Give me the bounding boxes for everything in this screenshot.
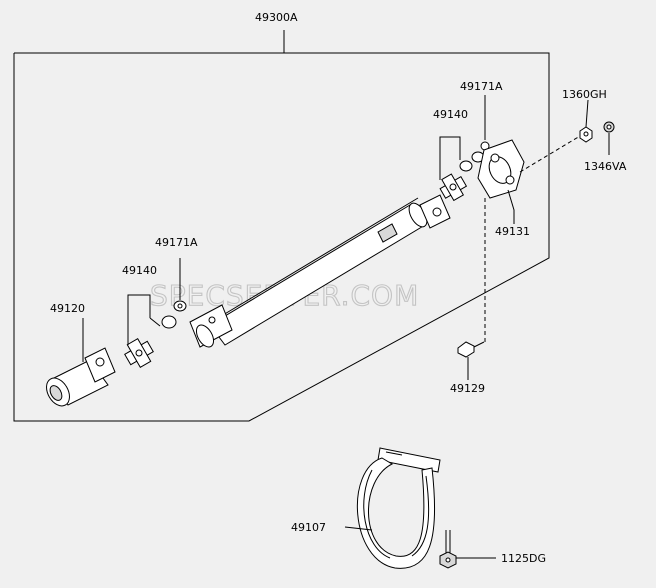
hanger-49107: [356, 447, 441, 569]
label-spider-right: 49140: [433, 108, 468, 121]
bolt-49129: [457, 341, 485, 358]
label-hanger-bolt: 1125DG: [501, 552, 546, 565]
label-nut: 1346VA: [584, 160, 627, 173]
label-assembly: 49300A: [255, 11, 298, 24]
hanger-bolt-1125dg: [439, 530, 457, 569]
centerline-flange: [519, 132, 586, 173]
leader-washer: [585, 99, 589, 128]
label-bolt: 49129: [450, 382, 485, 395]
tube-slip-yoke: [189, 304, 233, 348]
flange-yoke: [477, 139, 525, 199]
cap-left: [161, 300, 187, 329]
driveshaft-tube: [209, 197, 428, 346]
label-flange-yoke: 49131: [495, 225, 530, 238]
assembly-outline: [13, 52, 550, 422]
label-tube-yoke: 49120: [50, 302, 85, 315]
label-cap-left: 49171A: [155, 236, 198, 249]
label-washer: 1360GH: [562, 88, 607, 101]
washer-1360gh: [579, 126, 593, 143]
leader-spider-right: [439, 136, 461, 180]
label-spider-left: 49140: [122, 264, 157, 277]
label-hanger: 49107: [291, 521, 326, 534]
leader-spider-left-b: [149, 317, 161, 327]
leader-hanger: [344, 526, 373, 531]
tube-end-yoke: [419, 194, 451, 229]
leader-spider-left: [127, 294, 151, 345]
cap-right: [459, 141, 490, 172]
label-cap-right: 49171A: [460, 80, 503, 93]
nut-1346va: [603, 121, 615, 133]
tube-yoke-49120: [46, 347, 116, 407]
spider-left: [124, 338, 154, 368]
leader-flange-yoke: [507, 189, 515, 224]
spider-right: [439, 173, 468, 202]
